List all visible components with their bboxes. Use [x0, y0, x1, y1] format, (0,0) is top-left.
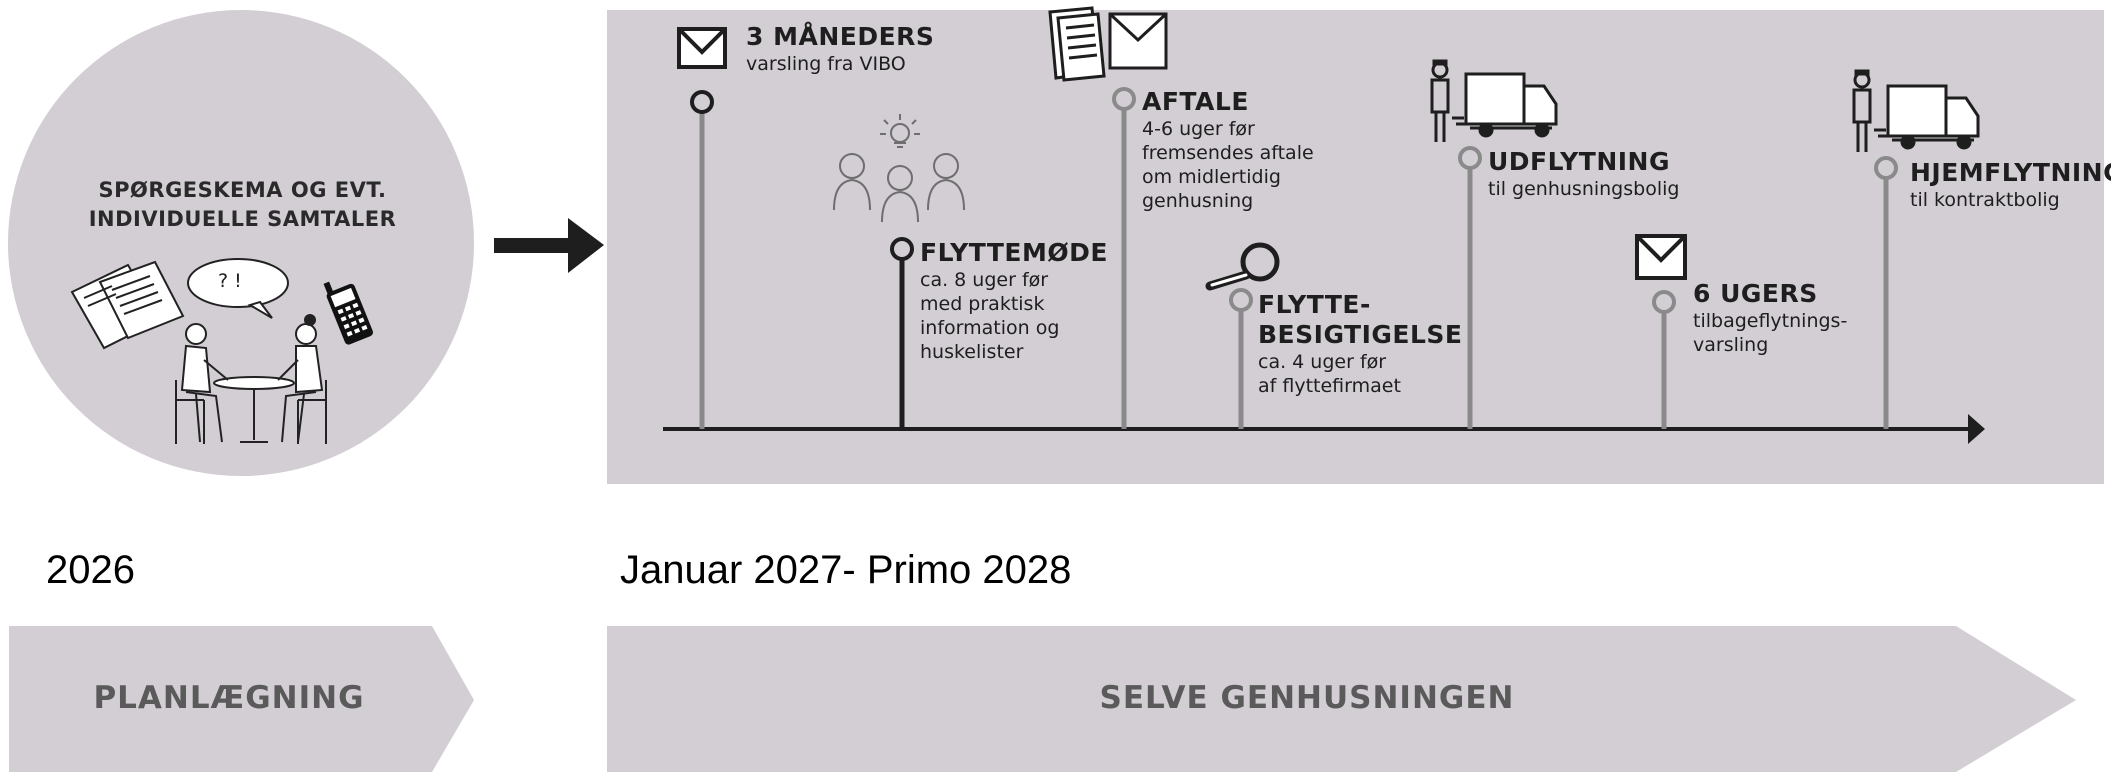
mobile-phone-icon — [323, 281, 374, 345]
milestone-detail: varsling — [1693, 334, 1769, 356]
milestone-title: FLYTTE- — [1258, 290, 1371, 319]
circle-title-line-2: INDIVIDUELLE SAMTALER — [88, 207, 397, 231]
phase-chevron-execution — [607, 626, 2076, 772]
milestone-6-ugers: 6 UGERS tilbageflytnings- varsling — [1693, 279, 1847, 357]
speech-bubble-text: ? ! — [218, 270, 242, 292]
mover-truck-icon — [1852, 69, 1980, 152]
magnifier-icon — [1205, 242, 1280, 291]
milestone-pole-6 — [1652, 290, 1676, 429]
conversation-people-icon — [175, 314, 327, 444]
milestone-detail: fremsendes aftale — [1142, 142, 1314, 164]
timeline-axis — [663, 414, 1985, 444]
milestone-detail: af flyttefirmaet — [1258, 375, 1401, 397]
milestone-pole-1 — [690, 90, 714, 429]
milestone-detail: om midlertidig — [1142, 166, 1281, 188]
milestone-pole-5 — [1458, 146, 1482, 429]
envelope-icon — [677, 27, 727, 69]
planning-circle — [8, 10, 474, 476]
milestone-pole-2 — [890, 237, 914, 429]
meeting-people-icon — [833, 114, 965, 223]
milestone-title: 6 UGERS — [1693, 279, 1818, 308]
circle-title-line-1: SPØRGESKEMA OG EVT. — [98, 178, 387, 202]
mover-truck-icon — [1430, 59, 1558, 142]
milestone-detail: til kontraktbolig — [1910, 189, 2060, 211]
milestone-aftale: AFTALE 4-6 uger før fremsendes aftale om… — [1142, 87, 1314, 213]
milestone-detail: huskelister — [920, 341, 1024, 363]
milestone-title: 3 MÅNEDERS — [746, 22, 935, 51]
flow-arrow — [494, 218, 604, 273]
milestone-detail: information og — [920, 317, 1060, 339]
planning-circle-title: SPØRGESKEMA OG EVT. INDIVIDUELLE SAMTALE… — [60, 176, 425, 234]
milestone-pole-3 — [1112, 87, 1136, 429]
milestone-title: AFTALE — [1142, 87, 1249, 116]
milestone-hjemflytning: HJEMFLYTNING til kontraktbolig — [1910, 158, 2111, 212]
milestone-title: FLYTTEMØDE — [920, 238, 1108, 267]
milestone-detail: ca. 8 uger før — [920, 269, 1049, 291]
phase-label-execution: SELVE GENHUSNINGEN — [1099, 680, 1515, 716]
execution-period: Januar 2027- Primo 2028 — [620, 548, 1072, 592]
documents-envelope-icon — [1048, 6, 1168, 82]
milestone-title: HJEMFLYTNING — [1910, 158, 2111, 187]
milestone-title: UDFLYTNING — [1488, 147, 1670, 176]
milestone-flyttebesigtigelse: FLYTTE- BESIGTIGELSE ca. 4 uger før af f… — [1258, 290, 1463, 398]
papers-icon — [70, 260, 185, 350]
phase-chevron-planning — [9, 626, 474, 772]
milestone-detail: med praktisk — [920, 293, 1045, 315]
milestone-detail: 4-6 uger før — [1142, 118, 1255, 140]
milestone-detail: til genhusningsbolig — [1488, 178, 1680, 200]
milestone-pole-4 — [1229, 288, 1253, 429]
phase-label-planning: PLANLÆGNING — [93, 680, 365, 716]
planning-year: 2026 — [46, 548, 135, 592]
envelope-icon — [1635, 234, 1687, 280]
milestone-flyttemode: FLYTTEMØDE ca. 8 uger før med praktisk i… — [920, 238, 1108, 364]
milestone-udflytning: UDFLYTNING til genhusningsbolig — [1488, 147, 1679, 201]
speech-bubble-icon — [187, 258, 289, 319]
milestone-pole-7 — [1874, 156, 1898, 429]
milestone-detail: varsling fra VIBO — [746, 53, 906, 75]
milestone-title-line-2: BESIGTIGELSE — [1258, 320, 1463, 349]
milestone-3-maneders: 3 MÅNEDERS varsling fra VIBO — [746, 22, 934, 76]
milestone-detail: genhusning — [1142, 190, 1254, 212]
milestone-detail: tilbageflytnings- — [1693, 310, 1848, 332]
milestone-detail: ca. 4 uger før — [1258, 351, 1387, 373]
